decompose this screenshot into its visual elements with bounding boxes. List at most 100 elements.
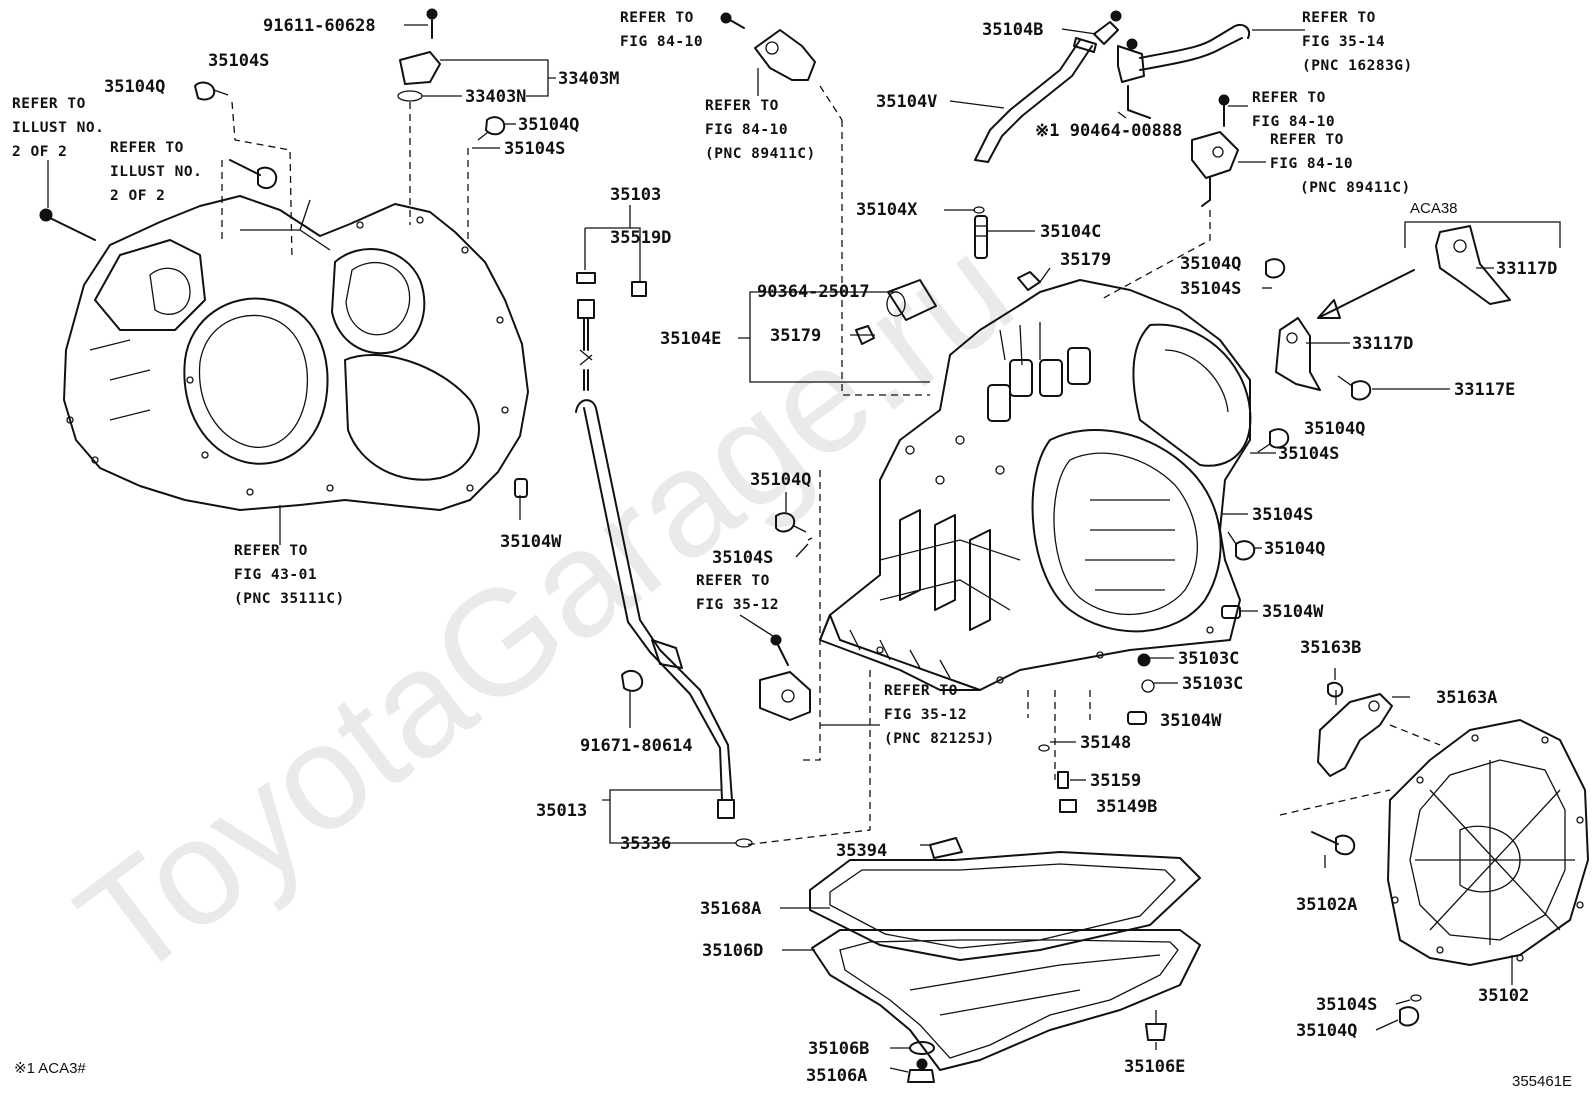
bracket-33117d-upper xyxy=(1435,225,1511,305)
refer-fig3512-b-2: FIG 35-12 xyxy=(884,707,967,723)
refer-illust-a-2: ILLUST NO. xyxy=(12,120,104,136)
label-33117e: 33117E xyxy=(1454,380,1515,400)
label-35104b: 35104B xyxy=(982,20,1043,40)
spring-35159 xyxy=(1057,771,1069,789)
label-35104q-c: 35104Q xyxy=(750,470,811,490)
label-33403n: 33403N xyxy=(465,87,526,107)
bolt-35104q-c xyxy=(775,512,807,533)
refer-fig3512-a-2: FIG 35-12 xyxy=(696,597,779,613)
refer-fig8410-r2-3: (PNC 89411C) xyxy=(1300,180,1411,196)
label-35104v: 35104V xyxy=(876,92,937,112)
refer-fig3514-1: REFER TO xyxy=(1302,10,1376,26)
label-35179-a: 35179 xyxy=(1060,250,1111,270)
refer-fig3512-a-1: REFER TO xyxy=(696,573,770,589)
label-35104w-a: 35104W xyxy=(500,532,562,552)
pin-35104w-c xyxy=(1127,711,1147,725)
label-35104q-b: 35104Q xyxy=(518,115,579,135)
bolt-35104q-e xyxy=(1257,428,1290,453)
bolt-35104q-d xyxy=(1265,258,1286,279)
sensor-33403m xyxy=(397,8,441,102)
label-35104w-b: 35104W xyxy=(1262,602,1324,622)
speed-sensor-lower xyxy=(759,634,811,721)
label-35104s-f: 35104S xyxy=(1252,505,1313,525)
label-35336: 35336 xyxy=(620,834,671,854)
speed-sensor-top xyxy=(720,12,816,81)
plug-35104b xyxy=(1093,10,1122,45)
oring-35104x xyxy=(973,206,985,214)
refer-illust-b-1: REFER TO xyxy=(110,140,184,156)
label-33117d-b: 33117D xyxy=(1352,334,1413,354)
refer-fig8410-pnc-2: FIG 84-10 xyxy=(705,122,788,138)
label-35106a: 35106A xyxy=(806,1066,867,1086)
oring-35104s-g xyxy=(1410,994,1422,1002)
bolt-left-long xyxy=(39,208,96,241)
speed-sensor-right xyxy=(1191,94,1239,207)
label-90364-25017: 90364-25017 xyxy=(757,282,870,302)
illustration-id: 355461E xyxy=(1512,1073,1572,1090)
label-35149b: 35149B xyxy=(1096,797,1157,817)
magnet-35394 xyxy=(929,837,963,859)
oring-35336 xyxy=(735,838,753,848)
bolt-35104q-g xyxy=(1399,1006,1420,1027)
label-35519d: 35519D xyxy=(610,228,671,248)
refer-fig8410-top-1: REFER TO xyxy=(620,10,694,26)
label-35104q-a: 35104Q xyxy=(104,77,165,97)
label-aca38: ACA38 xyxy=(1410,200,1458,217)
refer-illust-a-1: REFER TO xyxy=(12,96,86,112)
label-35103c-a: 35103C xyxy=(1178,649,1239,669)
refer-fig3512-b-1: REFER TO xyxy=(884,683,958,699)
transmission-case xyxy=(819,279,1252,691)
gasket-35106b xyxy=(909,1041,935,1055)
arrow-head xyxy=(1317,299,1341,319)
label-33403m: 33403M xyxy=(558,69,619,89)
refer-fig4301-3: (PNC 35111C) xyxy=(234,591,345,607)
plug-35179-b xyxy=(855,325,875,345)
label-35168a: 35168A xyxy=(700,899,761,919)
label-35104q-g: 35104Q xyxy=(1296,1021,1357,1041)
refer-fig4301-2: FIG 43-01 xyxy=(234,567,317,583)
label-35104s-e: 35104S xyxy=(1278,444,1339,464)
label-35103: 35103 xyxy=(610,185,661,205)
refer-illust-a-3: 2 OF 2 xyxy=(12,144,67,160)
pin-35104w-b xyxy=(1221,605,1241,619)
refer-fig3512-b-3: (PNC 82125J) xyxy=(884,731,995,747)
label-35104s-d: 35104S xyxy=(1180,279,1241,299)
bolt-35104q-f xyxy=(1227,531,1256,561)
label-35102a: 35102A xyxy=(1296,895,1357,915)
label-35159: 35159 xyxy=(1090,771,1141,791)
label-35163a: 35163A xyxy=(1436,688,1497,708)
cover-35163a xyxy=(1317,693,1393,777)
refer-fig8410-top-2: FIG 84-10 xyxy=(620,34,703,50)
refer-fig3514-2: FIG 35-14 xyxy=(1302,34,1385,50)
dipstick-bolt xyxy=(621,669,644,728)
bolt-35102a xyxy=(1311,831,1356,856)
label-35102: 35102 xyxy=(1478,986,1529,1006)
breather-hose-35104v xyxy=(974,37,1097,163)
bracket-33117d-lower xyxy=(1275,317,1321,391)
label-35103c-b: 35103C xyxy=(1182,674,1243,694)
label-35104x: 35104X xyxy=(856,200,918,220)
label-35104s-b: 35104S xyxy=(504,139,565,159)
label-35106b: 35106B xyxy=(808,1039,869,1059)
transaxle-housing xyxy=(63,195,529,511)
oring-35148 xyxy=(1038,744,1050,752)
oil-pan-gasket-35168a xyxy=(809,851,1201,961)
label-35179-b: 35179 xyxy=(770,326,821,346)
plug-35103c-a xyxy=(1137,653,1151,667)
refer-fig8410-r1-2: FIG 84-10 xyxy=(1252,114,1335,130)
label-35148: 35148 xyxy=(1080,733,1131,753)
label-91671-80614: 91671-80614 xyxy=(580,736,693,756)
refer-fig8410-pnc-1: REFER TO xyxy=(705,98,779,114)
arrow-to-bracket xyxy=(1317,269,1415,319)
drain-plug-35106e xyxy=(1145,1010,1167,1041)
label-35104e: 35104E xyxy=(660,329,721,349)
label-35104q-d: 35104Q xyxy=(1180,254,1241,274)
ball-35149b xyxy=(1059,799,1077,813)
plug-35103c-b xyxy=(1141,679,1155,693)
refer-fig8410-r2-2: FIG 84-10 xyxy=(1270,156,1353,172)
refer-illust-b-3: 2 OF 2 xyxy=(110,188,165,204)
hose-fig3514 xyxy=(1117,24,1251,119)
label-35163b: 35163B xyxy=(1300,638,1361,658)
pipe-35104c xyxy=(974,215,988,259)
